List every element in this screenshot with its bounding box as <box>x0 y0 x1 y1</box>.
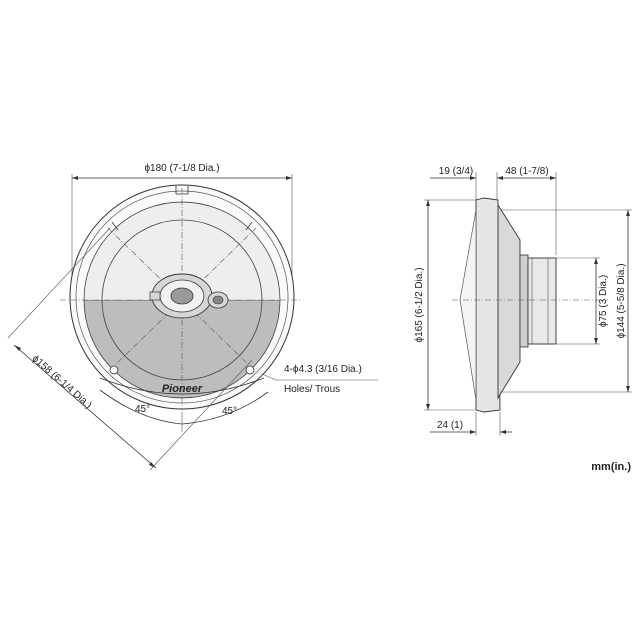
mount-hole-right <box>245 365 255 375</box>
flange-label: 24 (1) <box>437 420 463 431</box>
depth-front-label: 19 (3/4) <box>439 166 473 177</box>
diameter-165-label: ϕ165 (6-1/2 Dia.) <box>414 267 425 342</box>
side-view: 19 (3/4) 48 (1-7/8) ϕ165 (6-1/2 Dia.) ϕ7… <box>414 166 632 436</box>
cone-shaded <box>83 299 281 399</box>
holes-diameter-label: 4-ϕ4.3 (3/16 Dia.) <box>284 364 362 375</box>
units-label: mm(in.) <box>591 461 631 473</box>
mount-diameter-label: ϕ158 (6-1/4 Dia.) <box>30 353 94 411</box>
depth-back-label: 48 (1-7/8) <box>505 166 548 177</box>
angle-right-label: 45° <box>222 406 237 417</box>
brand-logo: Pioneer <box>162 383 203 395</box>
front-view: ϕ180 (7-1/8 Dia.) Pioneer 4-ϕ4. <box>7 163 378 471</box>
diameter-144-label: ϕ144 (5-5/8 Dia.) <box>616 263 627 338</box>
mount-hole-left <box>109 365 119 375</box>
outer-diameter-label: ϕ180 (7-1/8 Dia.) <box>144 163 219 174</box>
angle-left-label: 45° <box>135 404 150 415</box>
magnet <box>527 257 557 345</box>
diameter-75-label: ϕ75 (3 Dia.) <box>598 275 609 327</box>
holes-text-label: Holes/ Trous <box>284 384 340 395</box>
